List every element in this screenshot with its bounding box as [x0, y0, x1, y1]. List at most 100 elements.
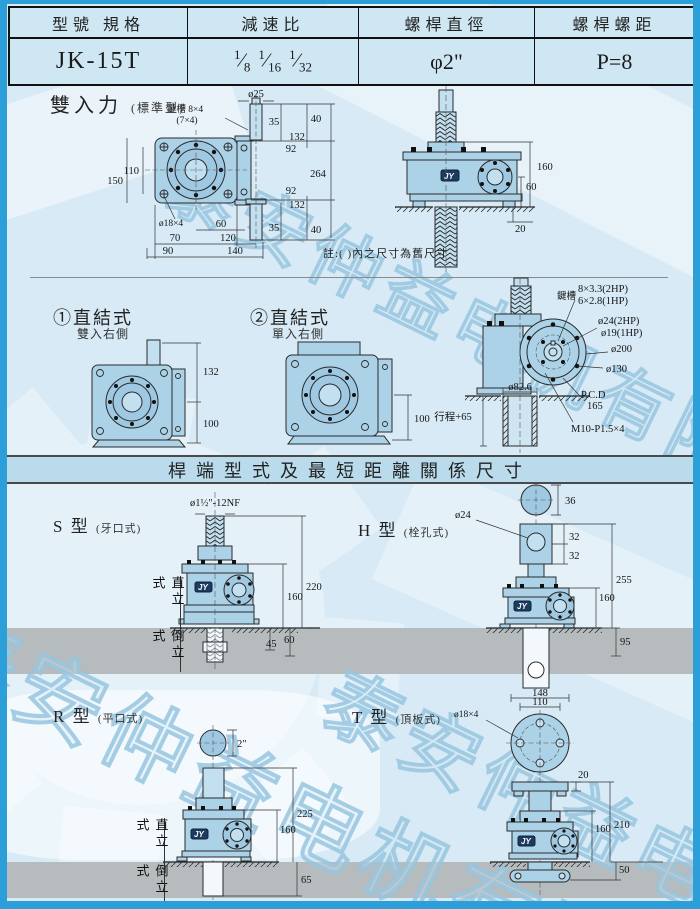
dim-label: 140: [227, 246, 243, 257]
header-diameter: 螺桿直徑: [359, 8, 535, 37]
dim-label: 110: [124, 166, 139, 177]
stroke-label: 行程+65: [434, 410, 471, 423]
t-type-drawing: JY 148 110 ø18×4 20 160 210 50: [454, 688, 663, 895]
dim-label: 60: [284, 635, 295, 646]
dim-label: 264: [310, 169, 327, 180]
dim-label: 100: [414, 414, 430, 425]
dim-label: 70: [170, 233, 181, 244]
dim-label: ø18×4: [454, 710, 479, 720]
dual-input-side-drawing: JY 160 60 20: [395, 86, 553, 274]
dim-label: 160: [537, 162, 553, 173]
dim-label: 160: [280, 825, 296, 836]
dim-label: 92: [286, 144, 297, 155]
ratio-1-16: 1⁄16: [258, 47, 282, 75]
dim-label: 32: [569, 532, 580, 543]
dim-label: ø19(1HP): [601, 328, 643, 339]
dim-label: 2": [237, 739, 247, 750]
dim-label: 95: [620, 637, 631, 648]
spec-table: 型號 規格 減速比 螺桿直徑 螺桿螺距 JK-15T 1⁄8 1⁄16 1⁄32…: [8, 6, 696, 86]
dim-label: 150: [107, 176, 123, 187]
dim-label: ø24(2HP): [598, 316, 640, 327]
ratio-1-32: 1⁄32: [289, 47, 313, 75]
dim-label: 100: [203, 419, 219, 430]
keyway-label: 鍵槽: [557, 290, 577, 302]
dim-label: P.C.D: [581, 390, 606, 401]
dim-label: 45: [266, 639, 277, 650]
dim-label: 120: [220, 233, 236, 244]
dim-label: 148: [532, 688, 548, 699]
dim-label: 160: [595, 824, 611, 835]
old-dimension-note: 註:( )內之尺寸為舊尺寸: [323, 248, 449, 260]
dim-label: ø200: [611, 344, 632, 355]
r-type-subtitle: (平口式): [97, 713, 144, 725]
thread-label: ø1½"-12NF: [190, 498, 240, 509]
h-type-title-text: H 型: [358, 521, 398, 540]
upright-label: 直立式: [134, 818, 169, 850]
s-type-drawing: JY ø1½"-12NF 220 160 45 60: [170, 492, 322, 670]
spec-table-value-row: JK-15T 1⁄8 1⁄16 1⁄32 φ2" P=8: [10, 39, 694, 84]
dual-input-title-text: 雙入力: [50, 95, 122, 117]
direct2-drawing: 100: [285, 341, 430, 445]
dim-label: 65: [301, 875, 312, 886]
header-pitch: 螺桿螺距: [572, 16, 657, 34]
spec-table-header-row: 型號 規格 減速比 螺桿直徑 螺桿螺距: [10, 8, 694, 39]
dual-input-title: 雙入力 (標準型): [50, 89, 185, 118]
dim-label: 210: [614, 820, 630, 831]
s-mount-labels: 直立式 倒立式: [151, 576, 185, 672]
direct2-title-text: 直結式: [270, 308, 330, 328]
dim-label: 132: [203, 367, 219, 378]
r-type-title-text: R 型: [53, 707, 92, 726]
r-mount-labels: 直立式 倒立式: [135, 818, 169, 902]
direct2-subtitle: 單入右側: [272, 327, 325, 341]
direct1-badge: ①: [53, 308, 73, 328]
s-type-title-text: S 型: [53, 517, 90, 536]
jy-logo: JY: [521, 837, 531, 846]
pitch-value: P=8: [596, 48, 633, 74]
dim-label: 255: [616, 575, 632, 586]
flange-face-drawing: 鍵槽 8×3.3(2HP) 6×2.8(1HP) ø24(2HP) ø19(1H…: [434, 277, 643, 453]
direct1-subtitle: 雙入右側: [77, 327, 130, 341]
dim-label: 92: [286, 186, 297, 197]
dim-label: 60: [526, 182, 537, 193]
dual-input-subtitle: (標準型): [131, 101, 185, 115]
diameter-value: φ2": [359, 39, 535, 84]
header-model: 型號 規格: [10, 8, 188, 37]
dim-label: ø25: [248, 89, 264, 100]
dim-label: ø82.6: [508, 382, 532, 393]
dim-label: ø24: [455, 510, 472, 521]
dim-label: 132: [289, 200, 305, 211]
r-type-title: R 型 (平口式): [53, 702, 143, 727]
direct2-badge: ②: [250, 308, 270, 328]
dual-input-plan-drawing: ø25 鍵槽 8×4 (7×4) 35 40 132 92 264 92 132…: [107, 89, 335, 259]
s-type-subtitle: (牙口式): [95, 523, 142, 535]
s-type-title: S 型 (牙口式): [53, 512, 141, 537]
dim-label: 225: [297, 809, 313, 820]
h-type-subtitle: (栓孔式): [403, 527, 450, 539]
upright-label: 直立式: [150, 576, 185, 608]
dim-label: 40: [311, 114, 322, 125]
dim-label: 50: [619, 865, 630, 876]
dim-label: 165: [587, 401, 603, 412]
header-ratio: 減速比: [188, 8, 359, 37]
dim-label: 40: [311, 225, 322, 236]
inverted-label: 倒立式: [150, 628, 185, 661]
dim-label: 132: [289, 132, 305, 143]
dim-label: 160: [287, 592, 303, 603]
inverted-label: 倒立式: [134, 863, 169, 896]
jy-logo: JY: [517, 602, 527, 611]
dim-label: 220: [306, 582, 322, 593]
h-type-drawing: JY 36 ø24 32 32 255 160 95: [455, 482, 632, 690]
dim-label: 160: [599, 593, 615, 604]
direct1-drawing: 132 100: [91, 339, 219, 448]
dim-label: 32: [569, 551, 580, 562]
jy-logo: JY: [198, 583, 208, 592]
dim-label: 110: [532, 697, 547, 708]
r-type-drawing: JY 2" 225 160 65: [163, 725, 313, 900]
ratio-values: 1⁄8 1⁄16 1⁄32: [188, 39, 359, 84]
jy-logo: JY: [444, 172, 454, 181]
section-divider: [30, 277, 668, 278]
dim-label: 20: [515, 224, 526, 235]
h-type-title: H 型 (栓孔式): [358, 516, 449, 541]
dim-label: 35: [269, 223, 280, 234]
